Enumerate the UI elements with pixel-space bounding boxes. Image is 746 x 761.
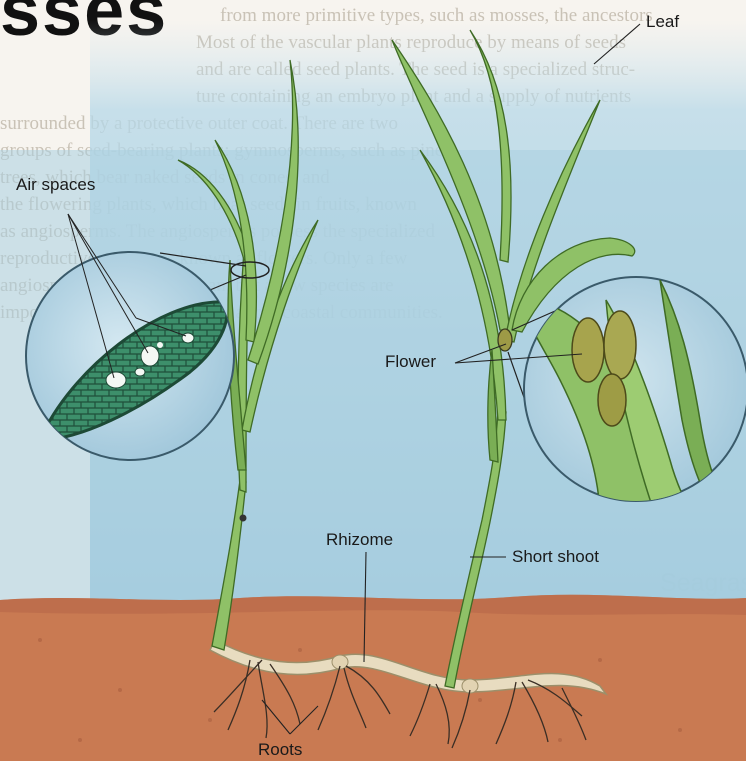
label-roots: Roots xyxy=(258,740,302,760)
flower-anther xyxy=(598,374,626,426)
label-leaf: Leaf xyxy=(646,12,679,32)
label-rhizome: Rhizome xyxy=(326,530,393,550)
flower-anther xyxy=(572,318,604,382)
sediment xyxy=(0,595,746,761)
flower-anther xyxy=(604,311,636,379)
label-flower: Flower xyxy=(385,352,436,372)
label-air-spaces: Air spaces xyxy=(16,175,95,195)
label-short-shoot: Short shoot xyxy=(512,547,599,567)
